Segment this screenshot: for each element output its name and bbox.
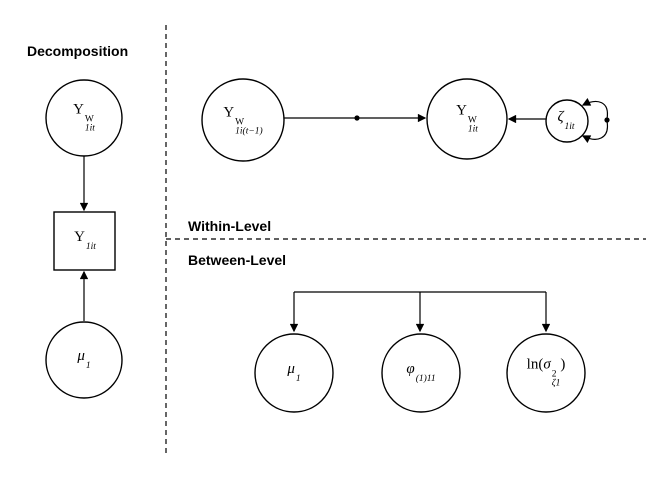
label-sup: W <box>235 117 245 128</box>
label-sub: ζ1 <box>551 378 561 389</box>
section-title-within-level: Within-Level <box>188 218 272 234</box>
label-sup: 2 <box>551 369 557 380</box>
section-title-decomposition: Decomposition <box>27 43 129 59</box>
label-base: Y <box>223 104 235 121</box>
label-supsub: 1 <box>85 360 91 371</box>
node-circle-mu-between <box>254 333 334 413</box>
label-sub: 1i(t−1) <box>235 126 263 137</box>
label-sub: 1 <box>85 360 91 371</box>
label-base: σ <box>543 356 551 373</box>
node-circle-y-within <box>426 78 508 160</box>
label-sub: 1it <box>85 241 96 252</box>
label-base: μ <box>77 348 85 365</box>
label-base: φ <box>406 361 415 378</box>
label-sub: 1it <box>84 123 95 134</box>
label-supsub: 1 <box>295 373 301 384</box>
label-base: ζ <box>557 109 564 126</box>
node-square-observed-y <box>53 211 116 271</box>
label-base: Y <box>73 101 84 118</box>
variance-loop-zeta-bottom <box>581 120 609 143</box>
section-title-between-level: Between-Level <box>188 252 287 268</box>
random-slope-dot <box>354 115 360 121</box>
label-supsub: 1it <box>564 121 575 132</box>
label-base: Y <box>456 102 467 119</box>
label-prefix: ln( <box>526 356 544 373</box>
label-sup: W <box>467 115 477 126</box>
node-circle-zeta <box>545 99 589 143</box>
label-base: Y <box>74 229 85 246</box>
random-variance-dot <box>604 117 610 123</box>
node-circle-mu-decomposition <box>45 321 123 399</box>
node-circle-y-lagged <box>201 78 285 162</box>
label-sub: 1 <box>295 373 301 384</box>
label-sup: W <box>84 114 94 125</box>
label-base: μ <box>287 361 295 378</box>
label-supsub: (1)11 <box>415 373 436 384</box>
label-sub: 1it <box>467 124 478 135</box>
label-sub: (1)11 <box>415 373 436 384</box>
label-supsub: 1it <box>85 241 96 252</box>
label-sub: 1it <box>564 121 575 132</box>
node-circle-ln-sigma-between <box>506 333 586 413</box>
node-circle-phi-between <box>381 333 461 413</box>
variance-loop-zeta-top <box>581 98 609 120</box>
label-suffix: ) <box>560 356 566 373</box>
node-label-phi-between: φ(1)11 <box>406 362 435 384</box>
